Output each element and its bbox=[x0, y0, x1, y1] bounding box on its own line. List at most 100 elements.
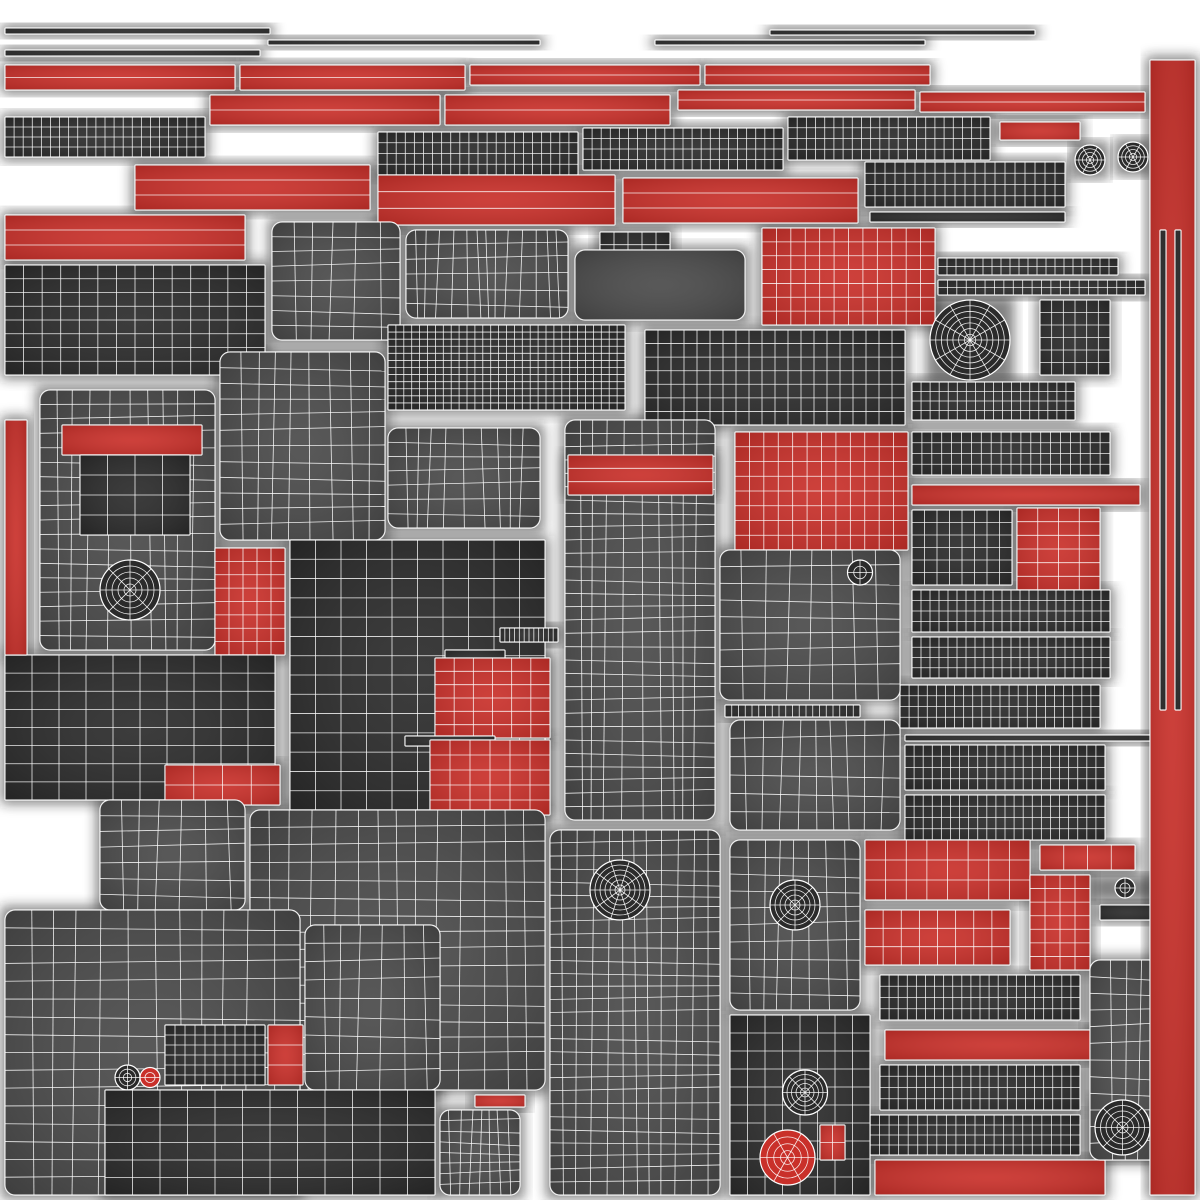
wire-edge-horizontal bbox=[271, 310, 401, 315]
wire-edge-vertical bbox=[825, 839, 830, 1011]
wire-edge-vertical bbox=[466, 229, 469, 319]
uv-island bbox=[911, 381, 1076, 421]
wire-edge-horizontal bbox=[549, 1074, 721, 1079]
wire-edge-horizontal bbox=[439, 1169, 521, 1175]
wire-edge-horizontal bbox=[1089, 1059, 1161, 1062]
uv-island bbox=[781, 1069, 829, 1116]
wire-edge-horizontal bbox=[549, 985, 721, 987]
wire-edge-horizontal bbox=[719, 663, 901, 668]
wire-edge-horizontal bbox=[729, 992, 861, 997]
wire-edge-horizontal bbox=[304, 1068, 441, 1073]
uv-island bbox=[1117, 141, 1149, 173]
uv-island bbox=[911, 589, 1111, 633]
wire-edge-horizontal bbox=[304, 1034, 441, 1039]
wire-edge-horizontal bbox=[439, 1130, 521, 1134]
wire-edge-horizontal bbox=[549, 1164, 721, 1170]
uv-island bbox=[4, 264, 266, 376]
wire-edge-vertical bbox=[349, 351, 354, 541]
wire-spoke bbox=[619, 889, 645, 908]
wire-edge-vertical bbox=[494, 229, 496, 319]
wire-edge-horizontal bbox=[439, 1161, 521, 1164]
uv-island-red bbox=[164, 764, 281, 806]
wire-edge-horizontal bbox=[1089, 992, 1161, 997]
island-shading bbox=[575, 250, 745, 320]
uv-island-red bbox=[704, 64, 931, 86]
wire-edge-horizontal bbox=[387, 441, 541, 447]
wire-edge-horizontal bbox=[564, 804, 716, 808]
wire-edge-vertical bbox=[747, 839, 751, 1011]
uv-island-red bbox=[1029, 874, 1091, 971]
wire-edge-vertical bbox=[786, 549, 791, 701]
uv-island-red bbox=[239, 64, 466, 91]
wire-spoke bbox=[595, 872, 621, 891]
wire-edge-vertical bbox=[310, 221, 314, 341]
wire-edge-horizontal bbox=[549, 916, 721, 922]
wire-edge-horizontal bbox=[249, 860, 546, 863]
uv-island bbox=[937, 257, 1119, 276]
wire-edge-horizontal bbox=[564, 776, 716, 781]
wire-edge-horizontal bbox=[99, 815, 246, 818]
island-shading bbox=[475, 1095, 525, 1107]
wire-edge-horizontal bbox=[4, 977, 301, 982]
wire-edge-horizontal bbox=[249, 824, 546, 828]
uv-island-red bbox=[761, 227, 936, 326]
wire-edge-horizontal bbox=[249, 897, 546, 902]
wire-spoke bbox=[1122, 1107, 1143, 1128]
uv-island bbox=[929, 299, 1011, 381]
wire-edge-horizontal bbox=[549, 838, 721, 844]
wire-edge-horizontal bbox=[219, 519, 386, 525]
wire-edge-horizontal bbox=[271, 278, 401, 282]
uv-island bbox=[1094, 1099, 1151, 1156]
wire-edge-horizontal bbox=[549, 1142, 721, 1145]
wire-edge-horizontal bbox=[729, 811, 901, 814]
wire-spoke bbox=[619, 889, 630, 919]
wire-edge-vertical bbox=[328, 221, 334, 341]
island-shading bbox=[568, 455, 713, 495]
uv-island bbox=[4, 654, 276, 801]
uv-island bbox=[869, 211, 1066, 223]
uv-island bbox=[1074, 144, 1106, 176]
wire-edge-vertical bbox=[504, 229, 509, 319]
uv-island bbox=[846, 559, 874, 586]
island-shading bbox=[268, 40, 540, 45]
uv-island bbox=[1039, 299, 1111, 376]
uv-island bbox=[719, 549, 901, 701]
wire-spoke bbox=[969, 339, 1005, 361]
uv-island bbox=[769, 29, 1036, 36]
wire-edge-vertical bbox=[468, 1109, 474, 1196]
wire-edge-horizontal bbox=[719, 682, 901, 685]
uv-island bbox=[499, 627, 559, 643]
wire-edge-horizontal bbox=[39, 548, 216, 552]
wire-edge-vertical bbox=[880, 719, 886, 831]
wire-spoke bbox=[610, 889, 621, 919]
wire-edge-horizontal bbox=[439, 1181, 521, 1185]
uv-island-red bbox=[4, 419, 28, 656]
wire-edge-horizontal bbox=[405, 271, 569, 275]
wire-edge-horizontal bbox=[564, 788, 716, 794]
island-shading bbox=[565, 420, 715, 820]
wire-spoke bbox=[108, 589, 131, 612]
wire-edge-horizontal bbox=[249, 840, 546, 846]
wire-edge-horizontal bbox=[1089, 976, 1161, 982]
uv-island bbox=[644, 329, 906, 426]
uv-island-red bbox=[61, 424, 203, 456]
wire-edge-horizontal bbox=[564, 512, 716, 516]
wire-edge-horizontal bbox=[564, 696, 716, 701]
island-shading bbox=[1150, 60, 1195, 1195]
wire-edge-horizontal bbox=[549, 1086, 721, 1092]
wire-edge-horizontal bbox=[387, 467, 541, 472]
wire-edge-vertical bbox=[509, 427, 512, 529]
uv-island bbox=[904, 794, 1106, 841]
wire-edge-horizontal bbox=[719, 582, 901, 586]
uv-island bbox=[79, 454, 191, 536]
wire-edge-vertical bbox=[226, 799, 232, 911]
wire-spoke bbox=[787, 1157, 802, 1182]
wire-edge-horizontal bbox=[719, 631, 901, 634]
wire-edge-horizontal bbox=[405, 288, 569, 292]
wire-edge-vertical bbox=[478, 1109, 483, 1196]
wire-edge-horizontal bbox=[405, 241, 569, 246]
uv-island bbox=[405, 229, 569, 319]
wire-edge-horizontal bbox=[219, 426, 386, 431]
island-shading bbox=[905, 735, 1160, 741]
